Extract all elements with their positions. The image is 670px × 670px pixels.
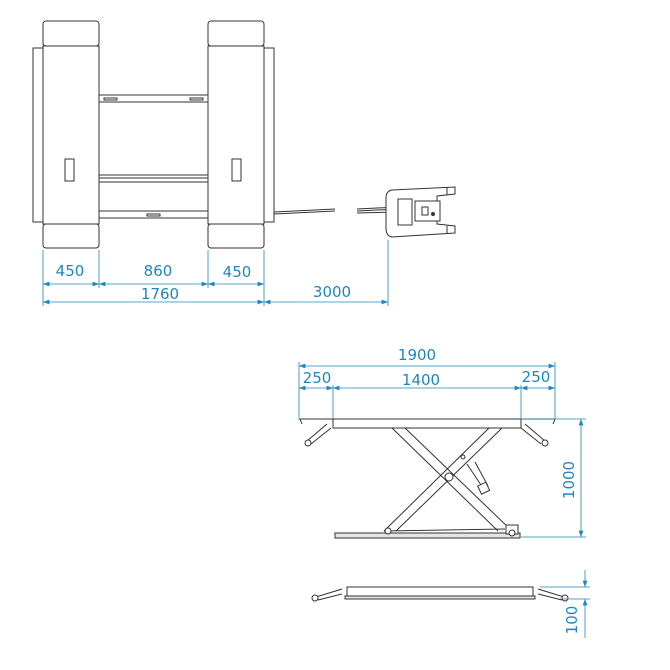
lowered-dimensions: 100: [540, 570, 590, 638]
right-runway: [207, 20, 275, 249]
top-view: 450 860 450 1760 3000: [32, 20, 456, 306]
runway-slot: [64, 158, 75, 182]
top-view-dimensions: 450 860 450 1760 3000: [42, 240, 389, 306]
dim-platform-length: 1400: [402, 371, 440, 389]
dim-ramp-right: 250: [522, 368, 551, 386]
dim-ramp-left: 250: [303, 369, 332, 387]
dim-gap: 860: [144, 262, 173, 280]
side-view-dimensions: 1900 250 1400 250 1000: [298, 346, 586, 538]
dim-overall-width: 1760: [141, 285, 179, 303]
dim-max-height: 1000: [560, 461, 578, 499]
dim-runway-left: 450: [56, 262, 85, 280]
side-view-raised: 1900 250 1400 250 1000: [298, 346, 586, 539]
dim-min-height: 100: [563, 606, 581, 635]
side-view-lowered: 100: [311, 570, 590, 638]
crossmembers: [98, 94, 209, 219]
control-unit: [385, 186, 456, 238]
dim-hose-length: 3000: [313, 283, 351, 301]
runway-slot: [231, 158, 242, 182]
scissor-arms: [383, 427, 513, 532]
hydraulic-hose: [273, 206, 399, 215]
left-runway: [32, 20, 100, 249]
dim-runway-right: 450: [223, 263, 252, 281]
dim-overall-length: 1900: [398, 346, 436, 364]
